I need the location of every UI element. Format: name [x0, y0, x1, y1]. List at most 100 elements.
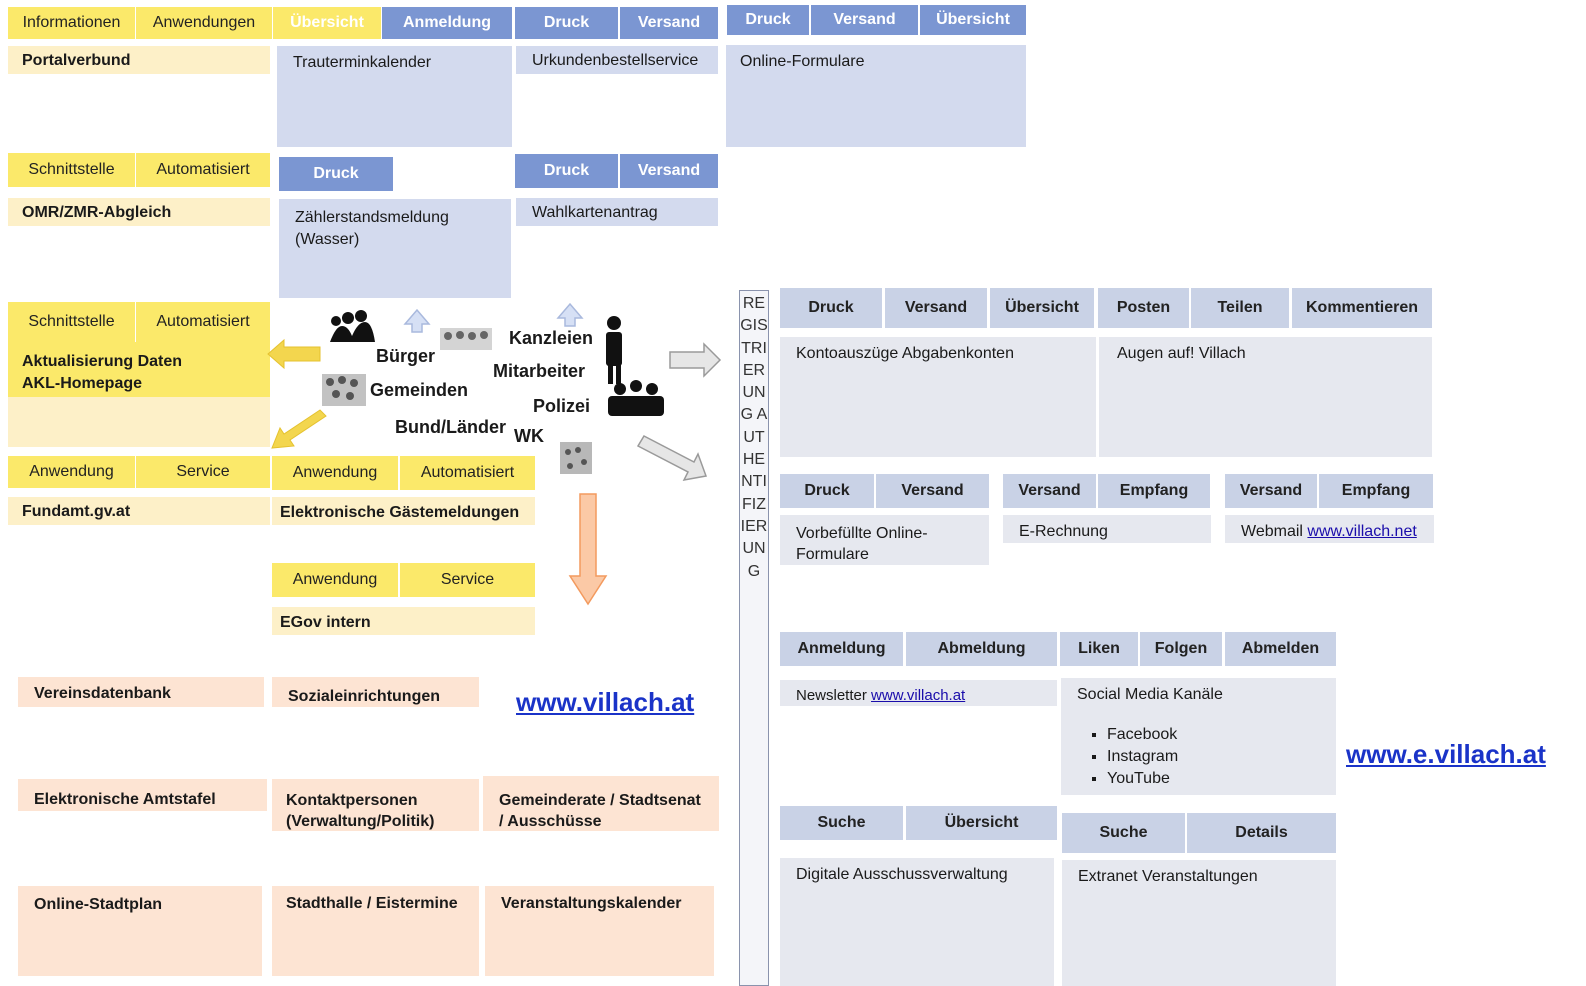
police-meeting-icon: [608, 380, 664, 416]
online-formulare: Online-Formulare: [726, 45, 1026, 147]
header-schnittstelle: Schnittstelle: [8, 153, 135, 187]
r-header-kommentieren: Kommentieren: [1292, 288, 1432, 328]
header-druck-zaehler: Druck: [279, 157, 393, 191]
header-schnittstelle-2: Schnittstelle: [8, 302, 135, 342]
gaestemeldungen: Elektronische Gästemeldungen: [272, 497, 535, 525]
r-header-uebersicht: Übersicht: [990, 288, 1094, 328]
header-service-2: Service: [400, 563, 535, 597]
label-wk: WK: [514, 426, 544, 446]
r3-header-folgen: Folgen: [1140, 632, 1222, 666]
social-media-title: Social Media Kanäle: [1077, 686, 1223, 703]
aktualisierung-akl: Aktualisierung Daten AKL-Homepage: [8, 342, 270, 447]
header-anwendungen: Anwendungen: [136, 7, 272, 39]
r3-header-abmeldung: Abmeldung: [906, 632, 1057, 666]
header-druck: Druck: [515, 7, 618, 39]
header-uebersicht: Übersicht: [273, 7, 381, 39]
vorbefuellte-formulare: Vorbefüllte Online-Formulare: [780, 515, 989, 565]
yellow-diagonal-arrow-icon: [271, 409, 327, 449]
e-villach-link[interactable]: www.e.villach.at: [1346, 739, 1546, 769]
r3-header-liken: Liken: [1060, 632, 1138, 666]
header-automatisiert-3: Automatisiert: [400, 456, 535, 490]
grey-right-arrow-icon: [669, 342, 722, 378]
registrierung-authentifizierung-bar: REGISTRIERUNG AUTHENTIFIZIERUNG: [739, 290, 769, 986]
webmail-link[interactable]: www.villach.net: [1307, 523, 1417, 540]
header-service: Service: [136, 456, 270, 488]
newsletter-link[interactable]: www.villach.at: [871, 687, 966, 704]
header-druck-wahlkarten: Druck: [515, 154, 618, 188]
citizens-icon: [330, 310, 375, 342]
villach-link[interactable]: www.villach.at: [516, 687, 695, 717]
augen-auf-villach: Augen auf! Villach: [1099, 337, 1432, 457]
r3-header-abmelden: Abmelden: [1225, 632, 1336, 666]
label-polizei: Polizei: [533, 396, 591, 416]
header-automatisiert-2: Automatisiert: [136, 302, 270, 342]
label-mitarbeiter: Mitarbeiter: [493, 361, 586, 381]
stadthalle: Stadthalle / Eistermine: [272, 886, 479, 976]
r2-header-empfang-2: Empfang: [1319, 474, 1433, 508]
law-firms-crowd-icon: [440, 328, 492, 350]
social-instagram: Instagram: [1107, 746, 1320, 768]
label-buerger: Bürger: [376, 346, 436, 366]
grey-diagonal-arrow-icon: [636, 435, 708, 482]
trauterminkalender: Trauterminkalender: [277, 46, 512, 147]
wahlkartenantrag: Wahlkartenantrag: [516, 198, 718, 226]
webmail-label: Webmail: [1241, 523, 1303, 540]
urkundenbestellservice: Urkundenbestellservice: [516, 46, 718, 74]
header-druck-2: Druck: [727, 5, 809, 35]
vorbefuellt-text: Vorbefüllte Online-Formulare: [796, 525, 928, 563]
gemeinderate: Gemeinderate / Stadtsenat / Ausschüsse: [483, 776, 719, 831]
r2-header-druck: Druck: [780, 474, 874, 508]
up-arrow-icon: [403, 308, 431, 333]
r4-header-suche: Suche: [780, 806, 903, 840]
omr-zmr-abgleich: OMR/ZMR-Abgleich: [8, 198, 270, 226]
orange-down-arrow-icon: [568, 493, 608, 606]
header-uebersicht-2: Übersicht: [920, 5, 1026, 35]
sozialeinrichtungen: Sozialeinrichtungen: [272, 677, 479, 707]
header-anmeldung: Anmeldung: [382, 7, 512, 39]
kontoauszuege: Kontoauszüge Abgabenkonten: [780, 337, 1096, 457]
header-versand-wahlkarten: Versand: [620, 154, 718, 188]
r2-header-empfang: Empfang: [1098, 474, 1210, 508]
newsletter: Newsletter www.villach.at: [780, 680, 1057, 706]
newsletter-label: Newsletter: [796, 687, 867, 704]
employee-icon: [606, 316, 622, 384]
r4-header-details: Details: [1187, 813, 1336, 853]
kontaktpersonen: Kontaktpersonen (Verwaltung/Politik): [272, 779, 479, 831]
r2-header-versand-2: Versand: [1003, 474, 1096, 508]
social-media-list: Facebook Instagram YouTube: [1077, 724, 1320, 790]
label-kanzleien: Kanzleien: [509, 328, 594, 348]
r2-header-versand-3: Versand: [1225, 474, 1317, 508]
r2-header-versand: Versand: [876, 474, 989, 508]
r-header-druck: Druck: [780, 288, 882, 328]
zaehlerstandsmeldung: Zählerstandsmeldung (Wasser): [279, 199, 511, 298]
label-bund-laender: Bund/Länder: [395, 417, 506, 437]
akl-text: Aktualisierung Daten AKL-Homepage: [22, 353, 183, 392]
actors-diagram: [267, 302, 722, 482]
r-header-posten: Posten: [1098, 288, 1189, 328]
header-versand: Versand: [620, 7, 718, 39]
fundamt: Fundamt.gv.at: [8, 497, 270, 525]
extranet-veranstaltungen: Extranet Veranstaltungen: [1062, 860, 1336, 986]
ausschussverwaltung: Digitale Ausschussverwaltung: [780, 858, 1054, 986]
online-stadtplan: Online-Stadtplan: [18, 886, 262, 976]
header-informationen: Informationen: [8, 7, 135, 39]
header-anwendung: Anwendung: [8, 456, 135, 488]
elektronische-amtstafel: Elektronische Amtstafel: [18, 779, 267, 811]
vereinsdatenbank: Vereinsdatenbank: [18, 677, 264, 707]
egov-intern: EGov intern: [272, 607, 535, 635]
municipality-crowd-icon: [322, 374, 366, 406]
header-automatisiert: Automatisiert: [136, 153, 270, 187]
r3-header-anmeldung: Anmeldung: [780, 632, 903, 666]
header-anwendung-3: Anwendung: [272, 563, 398, 597]
label-gemeinden: Gemeinden: [370, 380, 469, 400]
r-header-versand: Versand: [885, 288, 987, 328]
wk-crowd-icon: [560, 442, 592, 474]
veranstaltungskalender: Veranstaltungskalender: [485, 886, 714, 976]
header-versand-2: Versand: [811, 5, 918, 35]
webmail: Webmail www.villach.net: [1225, 515, 1434, 543]
r4-header-uebersicht: Übersicht: [906, 806, 1057, 840]
social-media: Social Media Kanäle Facebook Instagram Y…: [1061, 678, 1336, 795]
social-youtube: YouTube: [1107, 768, 1320, 790]
r4-header-suche-2: Suche: [1062, 813, 1185, 853]
social-facebook: Facebook: [1107, 724, 1320, 746]
